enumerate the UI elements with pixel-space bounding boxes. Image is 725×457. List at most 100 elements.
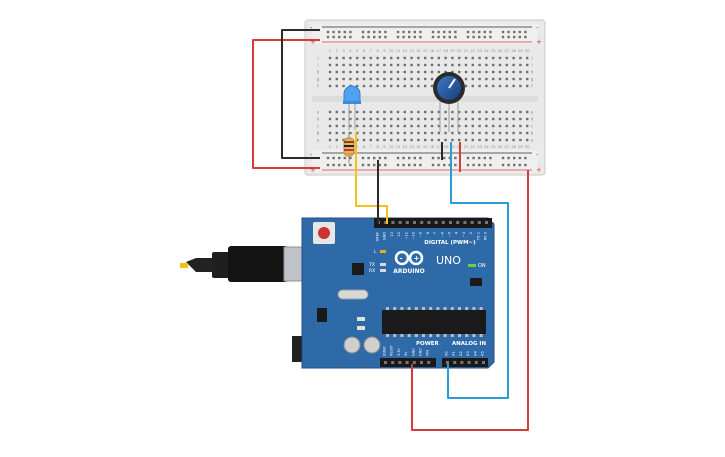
breadboard-hole[interactable]: [451, 63, 454, 67]
breadboard-hole[interactable]: [356, 56, 359, 60]
breadboard-hole[interactable]: [417, 117, 420, 121]
breadboard-hole[interactable]: [492, 70, 495, 74]
breadboard-hole[interactable]: [458, 117, 461, 121]
breadboard-hole[interactable]: [383, 56, 386, 60]
rail-hole[interactable]: [489, 156, 492, 160]
rail-hole[interactable]: [437, 156, 440, 160]
breadboard-hole[interactable]: [471, 124, 474, 128]
breadboard-hole[interactable]: [342, 56, 345, 60]
breadboard-hole[interactable]: [512, 77, 515, 81]
breadboard-hole[interactable]: [505, 131, 508, 135]
breadboard-hole[interactable]: [328, 110, 332, 114]
breadboard-hole[interactable]: [383, 138, 386, 142]
resistor[interactable]: [343, 132, 355, 163]
breadboard-hole[interactable]: [437, 110, 440, 114]
rail-hole[interactable]: [443, 35, 446, 39]
breadboard-hole[interactable]: [349, 77, 352, 81]
breadboard-hole[interactable]: [342, 84, 345, 88]
breadboard-hole[interactable]: [383, 70, 386, 74]
breadboard-hole[interactable]: [444, 63, 447, 67]
breadboard-hole[interactable]: [396, 56, 400, 60]
rail-hole[interactable]: [408, 156, 411, 160]
analog-pin-hole[interactable]: [467, 361, 471, 364]
rail-hole[interactable]: [408, 35, 411, 39]
breadboard-hole[interactable]: [512, 56, 515, 60]
wire-red-rail-link[interactable]: [252, 39, 320, 169]
breadboard-hole[interactable]: [424, 138, 427, 142]
rail-hole[interactable]: [466, 156, 470, 160]
rail-hole[interactable]: [524, 163, 527, 167]
wire-red-5v[interactable]: [411, 170, 529, 431]
breadboard-hole[interactable]: [328, 56, 332, 60]
rail-hole[interactable]: [448, 35, 451, 39]
breadboard-hole[interactable]: [383, 117, 386, 121]
breadboard-hole[interactable]: [396, 84, 400, 88]
rail-hole[interactable]: [431, 156, 435, 160]
rail-hole[interactable]: [501, 35, 505, 39]
breadboard-hole[interactable]: [403, 124, 406, 128]
rail-hole[interactable]: [349, 163, 352, 167]
power-pin-hole[interactable]: [420, 361, 423, 364]
rail-hole[interactable]: [524, 30, 527, 34]
breadboard-hole[interactable]: [362, 138, 366, 142]
breadboard-hole[interactable]: [492, 117, 495, 121]
breadboard-hole[interactable]: [519, 56, 522, 60]
power-pin-hole[interactable]: [412, 361, 416, 364]
rail-hole[interactable]: [396, 156, 400, 160]
breadboard-hole[interactable]: [369, 70, 372, 74]
breadboard-hole[interactable]: [376, 110, 379, 114]
breadboard-hole[interactable]: [369, 110, 372, 114]
rail-hole[interactable]: [478, 163, 481, 167]
breadboard-hole[interactable]: [376, 63, 379, 67]
rail-hole[interactable]: [343, 30, 346, 34]
breadboard-hole[interactable]: [410, 117, 413, 121]
breadboard-hole[interactable]: [512, 124, 515, 128]
breadboard-hole[interactable]: [519, 124, 522, 128]
breadboard-hole[interactable]: [471, 84, 474, 88]
breadboard-hole[interactable]: [478, 124, 481, 128]
breadboard-hole[interactable]: [505, 77, 508, 81]
rail-hole[interactable]: [507, 30, 510, 34]
breadboard-hole[interactable]: [403, 117, 406, 121]
rail-hole[interactable]: [419, 163, 422, 167]
breadboard-hole[interactable]: [430, 138, 434, 142]
rail-hole[interactable]: [384, 30, 387, 34]
rail-hole[interactable]: [326, 30, 330, 34]
breadboard-hole[interactable]: [505, 138, 508, 142]
breadboard-hole[interactable]: [505, 110, 508, 114]
breadboard-hole[interactable]: [410, 138, 413, 142]
digital-pin-hole[interactable]: [485, 221, 488, 224]
rail-hole[interactable]: [349, 156, 352, 160]
breadboard-hole[interactable]: [526, 77, 529, 81]
breadboard-hole[interactable]: [342, 117, 345, 121]
rail-hole[interactable]: [483, 156, 486, 160]
breadboard-hole[interactable]: [369, 138, 372, 142]
rail-hole[interactable]: [396, 35, 400, 39]
breadboard-hole[interactable]: [390, 117, 393, 121]
breadboard-hole[interactable]: [342, 138, 345, 142]
breadboard-hole[interactable]: [458, 56, 461, 60]
rail-hole[interactable]: [483, 30, 486, 34]
rail-hole[interactable]: [513, 35, 516, 39]
rail-hole[interactable]: [361, 35, 365, 39]
breadboard-hole[interactable]: [424, 110, 427, 114]
rail-hole[interactable]: [326, 156, 330, 160]
rail-hole[interactable]: [338, 163, 341, 167]
breadboard-hole[interactable]: [464, 56, 468, 60]
rail-hole[interactable]: [332, 30, 335, 34]
breadboard-hole[interactable]: [512, 84, 515, 88]
breadboard-hole[interactable]: [410, 131, 413, 135]
breadboard-hole[interactable]: [485, 131, 488, 135]
breadboard-hole[interactable]: [376, 77, 379, 81]
rail-hole[interactable]: [513, 30, 516, 34]
breadboard-hole[interactable]: [424, 131, 427, 135]
rail-hole[interactable]: [349, 30, 352, 34]
breadboard-hole[interactable]: [396, 110, 400, 114]
breadboard-hole[interactable]: [335, 117, 338, 121]
rail-hole[interactable]: [448, 156, 451, 160]
breadboard-hole[interactable]: [390, 70, 393, 74]
rail-hole[interactable]: [448, 163, 451, 167]
breadboard-hole[interactable]: [492, 84, 495, 88]
breadboard-hole[interactable]: [342, 124, 345, 128]
digital-pin-hole[interactable]: [477, 221, 481, 224]
